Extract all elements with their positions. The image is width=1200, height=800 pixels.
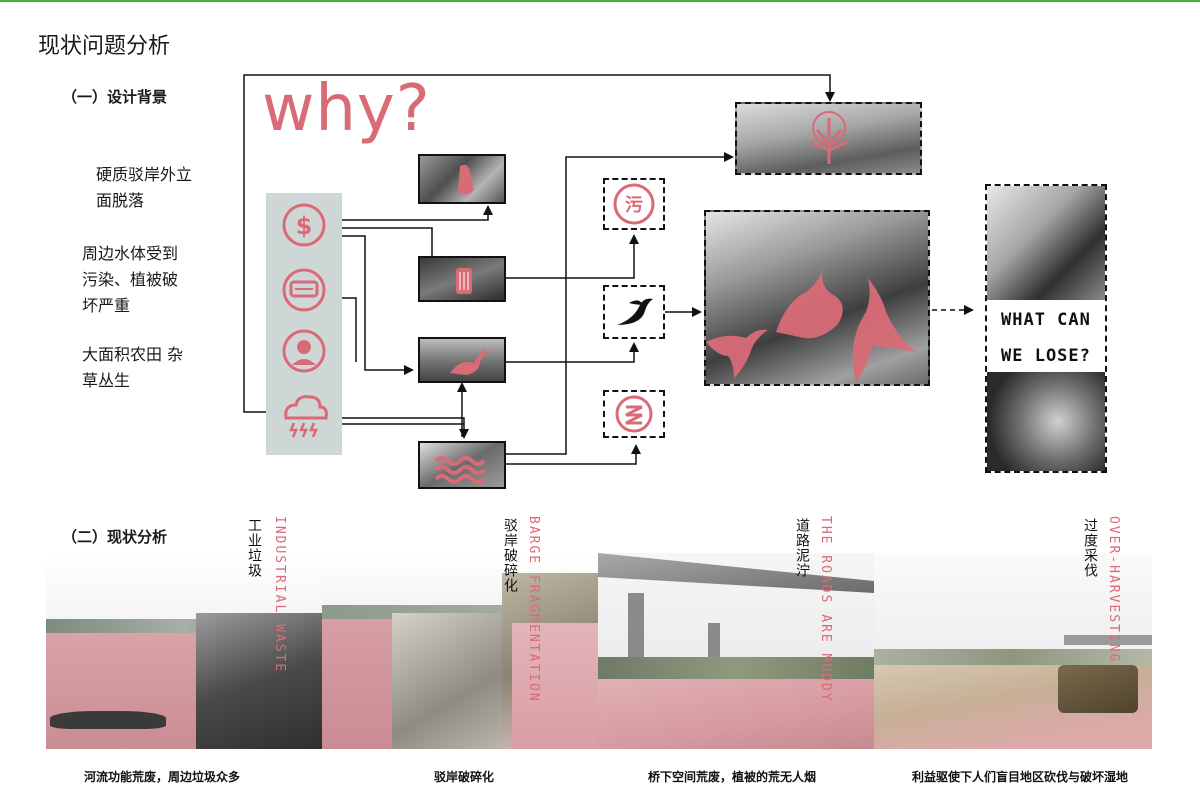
why-heading: why? — [262, 72, 431, 146]
outcome-panel: WHAT CAN WE LOSE? — [985, 184, 1107, 473]
caption-barge-fragmentation: 驳岸破碎化 — [434, 770, 495, 784]
ripple-icon-box — [603, 390, 665, 438]
bus-icon — [266, 263, 342, 315]
photo-strip-muddy-roads — [598, 553, 874, 749]
caption-industrial-waste: 河流功能荒废，周边垃圾众多 — [84, 770, 241, 784]
label-cn-over-harvesting: 过度采伐 — [1082, 518, 1098, 578]
cause-icon-panel: $ — [266, 193, 342, 455]
svg-text:$: $ — [296, 212, 313, 240]
bird-icon — [605, 287, 663, 337]
person-icon — [266, 325, 342, 377]
label-en-industrial-waste: INDUSTRIAL WASTE — [272, 516, 287, 674]
label-cn-industrial-waste: 工业垃圾 — [246, 518, 262, 578]
label-en-over-harvesting: OVER-HARVESTING — [1106, 516, 1121, 664]
photo-riverbank-tree — [735, 102, 922, 175]
photo-strip-barge-fragmentation — [322, 553, 598, 749]
rain-cloud-icon — [266, 389, 342, 445]
problem-text-1: 硬质驳岸外立 面脱落 — [96, 165, 193, 210]
caption-muddy-roads: 桥下空间荒废，植被的荒无人烟 — [648, 770, 817, 784]
ripple-icon — [605, 392, 663, 436]
top-accent-line — [0, 0, 1200, 2]
problem-text-3: 大面积农田 杂 草丛生 — [82, 345, 184, 390]
photo-debris — [418, 154, 506, 204]
pollution-icon-box: 污 — [603, 178, 665, 230]
label-en-barge-fragmentation: BARGE FRAGMENTATION — [526, 516, 541, 703]
bird-icon-box — [603, 285, 665, 339]
label-en-muddy-roads: THE ROADS ARE MUDDY — [818, 516, 833, 703]
photo-strip-over-harvesting — [874, 553, 1152, 749]
problem-text-2: 周边水体受到 污染、植被破 坏严重 — [82, 244, 179, 315]
outcome-line-2: WE LOSE? — [1001, 346, 1091, 366]
outcome-line-1: WHAT CAN — [1001, 310, 1091, 330]
photo-excavation-birds — [704, 210, 930, 386]
photo-strip-industrial-waste — [46, 553, 322, 749]
money-icon — [266, 199, 342, 251]
photo-heron — [418, 337, 506, 383]
caption-over-harvesting: 利益驱使下人们盲目地区砍伐与破坏湿地 — [912, 770, 1129, 784]
pollution-icon: 污 — [625, 195, 643, 216]
photo-sad-person — [987, 186, 1105, 300]
photo-elderly-face — [987, 372, 1105, 471]
label-cn-barge-fragmentation: 驳岸破碎化 — [502, 518, 518, 593]
photo-water-waves — [418, 441, 506, 489]
photo-garbage-bin — [418, 256, 506, 302]
label-cn-muddy-roads: 道路泥泞 — [794, 518, 810, 578]
section-title-background: （一）设计背景 — [62, 88, 168, 106]
page-title: 现状问题分析 — [38, 34, 171, 59]
section-title-analysis: （二）现状分析 — [62, 528, 168, 546]
